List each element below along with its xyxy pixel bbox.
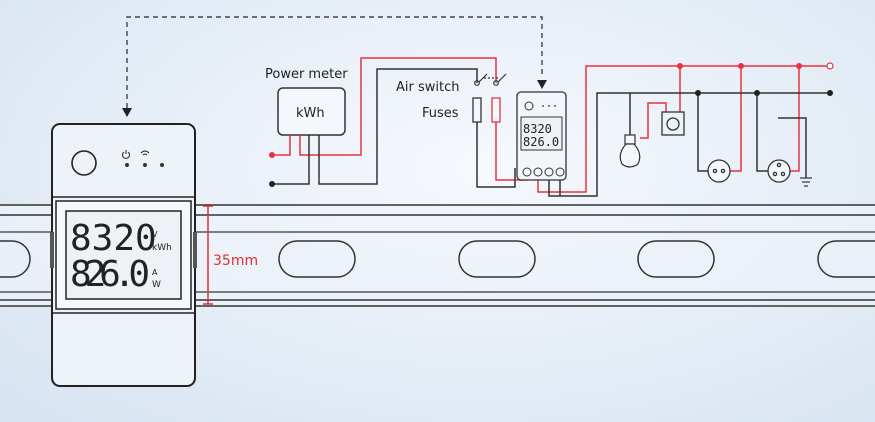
mini-display-bottom: 826.0 [523,135,559,149]
rail-slot [278,240,356,278]
fuses-label: Fuses [422,106,459,121]
socket-3pin-icon [767,159,791,183]
device-button[interactable] [71,150,97,176]
display-top-value: 8320 [70,218,157,259]
dimension-label: 35mm [213,253,258,269]
display-bottom-value: 826.0 [70,254,150,295]
air-switch-label: Air switch [396,80,459,95]
ground-icon [800,177,812,187]
display-bottom-unit-1: A [152,268,158,277]
fuse-neutral [472,97,482,123]
display-bottom-unit-2: W [152,280,161,290]
smart-meter-device: 8320 V kWh 826.0 A W [50,123,197,387]
junction [796,63,802,69]
rail-slot [0,240,31,278]
power-meter-box [277,87,346,136]
dashed-arrow [126,16,543,108]
rail-slot [458,240,536,278]
mini-smart-meter-device: 8320 826.0 [516,91,567,181]
terminal [522,167,532,177]
live-terminal [269,152,275,158]
display-top-unit-1: V [152,230,158,239]
rail-dimension: 35mm [203,205,258,305]
junction [677,63,683,69]
power-icon [122,150,130,159]
terminal [555,167,565,177]
neutral-terminal [269,181,275,187]
bulb-icon [619,134,641,168]
mini-display-top: 8320 [523,122,552,136]
rail-slot [817,240,875,278]
rail-slot [637,240,715,278]
power-meter-unit: kWh [296,106,325,121]
air-switch-icon [474,73,507,86]
indicator-led [125,163,129,167]
wifi-icon [140,150,150,156]
junction [695,90,701,96]
neutral-wires [272,68,830,197]
junction [738,63,744,69]
display-top-unit-2: kWh [152,243,172,253]
indicator-led [143,163,147,167]
indicator-led [160,163,164,167]
terminal [544,167,554,177]
arrow-head-right [537,80,547,89]
live-wires [272,57,830,193]
junction [754,90,760,96]
arrow-head-left [122,108,132,117]
power-meter-label: Power meter [265,67,348,82]
neutral-end [827,90,833,96]
socket-2pin-icon [707,159,731,183]
switch-icon [661,111,685,136]
live-end [826,62,834,70]
fuse-live [491,97,501,123]
terminal [533,167,543,177]
